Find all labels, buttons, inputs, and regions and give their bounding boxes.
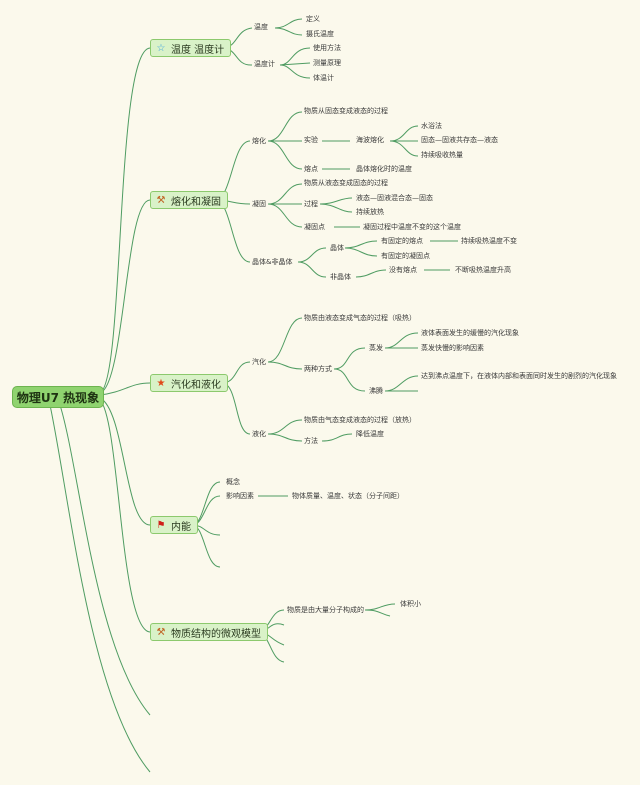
node-ronghua[interactable]: 熔化: [252, 137, 266, 145]
node-dingyi[interactable]: 定义: [306, 15, 320, 23]
topic-label: 汽化和液化: [171, 379, 221, 391]
node-feijingti[interactable]: 非晶体: [330, 273, 351, 281]
node-rh-def[interactable]: 物质从固态变成液态的过程: [304, 107, 388, 115]
node-yingxiang[interactable]: 影响因素: [226, 492, 254, 500]
topic-vaporization[interactable]: ★ 汽化和液化: [150, 374, 228, 392]
node-chixu-bubian[interactable]: 持续吸热温度不变: [461, 237, 517, 245]
node-chixu-xi[interactable]: 持续吸收热量: [421, 151, 463, 159]
topic-label: 内能: [171, 521, 191, 533]
node-ninggu[interactable]: 凝固: [252, 200, 266, 208]
node-zhengfa-2[interactable]: 蒸发快慢的影响因素: [421, 344, 484, 352]
hammer-icon: ⚒: [156, 626, 166, 638]
topic-micro-model[interactable]: ⚒ 物质结构的微观模型: [150, 623, 268, 641]
node-ng-def[interactable]: 物质从液态变成固态的过程: [304, 179, 388, 187]
node-feiteng-1[interactable]: 达到沸点温度下，在液体内部和表面同时发生的剧烈的汽化现象: [421, 372, 617, 380]
node-you-rongdian[interactable]: 有固定的熔点: [381, 237, 423, 245]
topic-temperature[interactable]: ☆ 温度 温度计: [150, 39, 232, 57]
star-icon: ★: [156, 377, 166, 389]
node-rongdian-def[interactable]: 晶体熔化时的温度: [356, 165, 412, 173]
node-celiang[interactable]: 测量原理: [313, 59, 341, 67]
node-zhengfa[interactable]: 蒸发: [369, 344, 383, 352]
node-shuiyu[interactable]: 水浴法: [421, 122, 442, 130]
node-wuzhi[interactable]: 物质是由大量分子构成的: [287, 606, 364, 614]
hammer-icon: ⚒: [156, 194, 166, 206]
node-jingti[interactable]: 晶体: [330, 244, 344, 252]
node-wendu[interactable]: 温度: [254, 23, 268, 31]
node-sheshi[interactable]: 摄氏温度: [306, 30, 334, 38]
node-rongdian[interactable]: 熔点: [304, 165, 318, 173]
node-fangfa[interactable]: 方法: [304, 437, 318, 445]
star-outline-icon: ☆: [156, 42, 166, 54]
node-feiteng[interactable]: 沸腾: [369, 387, 383, 395]
flag-icon: ⚑: [156, 519, 166, 531]
node-qihua[interactable]: 汽化: [252, 358, 266, 366]
root-topic[interactable]: 物理U7 热现象: [12, 386, 104, 408]
topic-melting[interactable]: ⚒ 熔化和凝固: [150, 191, 228, 209]
node-meiyou[interactable]: 没有熔点: [389, 266, 417, 274]
node-ningdian-def[interactable]: 凝固过程中温度不变的这个温度: [363, 223, 461, 231]
node-yetai[interactable]: 液态—固液混合态—固态: [356, 194, 433, 202]
node-shiyong[interactable]: 使用方法: [313, 44, 341, 52]
node-gutai[interactable]: 固态—固液共存态—液态: [421, 136, 498, 144]
node-chixu-fang[interactable]: 持续放热: [356, 208, 384, 216]
node-buduan[interactable]: 不断吸热温度升高: [455, 266, 511, 274]
node-tiji[interactable]: 体积小: [400, 600, 421, 608]
node-shiyan[interactable]: 实验: [304, 136, 318, 144]
node-qh-def[interactable]: 物质由液态变成气态的过程（吸热）: [304, 314, 416, 322]
node-liangzhong[interactable]: 两种方式: [304, 365, 332, 373]
node-tiwenji[interactable]: 体温计: [313, 74, 334, 82]
node-zhengfa-1[interactable]: 液体表面发生的缓慢的汽化现象: [421, 329, 519, 337]
topic-internal-energy[interactable]: ⚑ 内能: [150, 516, 198, 534]
node-you-ningdian[interactable]: 有固定的凝固点: [381, 252, 430, 260]
topic-label: 温度 温度计: [171, 44, 225, 56]
node-jingti-fei[interactable]: 晶体&非晶体: [252, 258, 293, 266]
topic-label: 熔化和凝固: [171, 196, 221, 208]
node-wenduji[interactable]: 温度计: [254, 60, 275, 68]
topic-label: 物质结构的微观模型: [171, 628, 261, 640]
node-yingxiang-def[interactable]: 物体质量、温度、状态（分子间距）: [292, 492, 404, 500]
node-yehua[interactable]: 液化: [252, 430, 266, 438]
node-jiangdi[interactable]: 降低温度: [356, 430, 384, 438]
node-gainian[interactable]: 概念: [226, 478, 240, 486]
node-haibo[interactable]: 海波熔化: [356, 136, 384, 144]
node-guocheng[interactable]: 过程: [304, 200, 318, 208]
node-ningdian[interactable]: 凝固点: [304, 223, 325, 231]
node-yh-def[interactable]: 物质由气态变成液态的过程（放热）: [304, 416, 416, 424]
